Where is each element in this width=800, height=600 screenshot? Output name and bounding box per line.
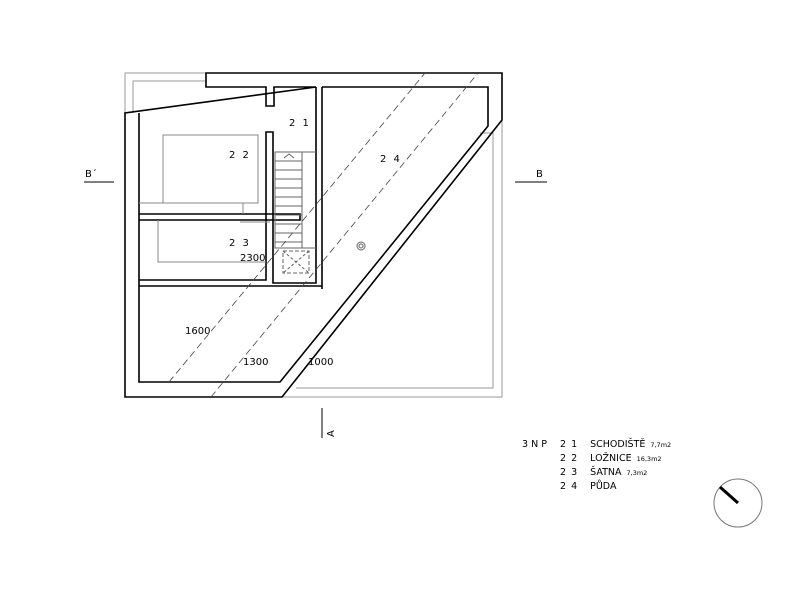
exterior-wall [124, 72, 503, 398]
roof-outline [124, 72, 503, 398]
legend-row: 2 2 LOŽNICE 16,3m2 [560, 452, 662, 464]
room-label-24: 2 4 [380, 154, 402, 165]
staircase [274, 151, 316, 274]
section-label-b-right: B [536, 169, 543, 180]
drain-icon [356, 241, 366, 251]
room-label-22: 2 2 [229, 150, 251, 161]
legend-area: 7,3m2 [627, 469, 648, 477]
furniture [139, 134, 270, 263]
dimension-label: 2300 [240, 253, 265, 264]
section-label-b-left: B´ [85, 168, 97, 180]
room-label-21: 2 1 [289, 118, 311, 129]
legend-number: 2 3 [560, 467, 578, 478]
legend-area: 16,3m2 [637, 455, 662, 463]
room-label-23: 2 3 [229, 238, 251, 249]
legend-row: 2 1 SCHODIŠTĚ 7,7m2 [560, 438, 671, 450]
legend-name: ŠATNA [590, 466, 622, 478]
legend-number: 2 4 [560, 481, 578, 492]
legend-row: 2 4 PŮDA [560, 480, 617, 492]
legend-name: SCHODIŠTĚ [590, 438, 645, 450]
dimension-label: 1000 [308, 357, 333, 368]
legend-row: 2 3 ŠATNA 7,3m2 [560, 466, 647, 478]
interior-walls [139, 87, 323, 289]
legend-area: 7,7m2 [650, 441, 671, 449]
legend-number: 2 1 [560, 439, 578, 450]
section-label-a: A [326, 430, 337, 437]
legend-floor: 3 N P [522, 439, 547, 450]
legend-number: 2 2 [560, 453, 578, 464]
legend-name: PŮDA [590, 480, 617, 492]
dimension-label: 1600 [185, 326, 210, 337]
roof-slope-lines [168, 72, 479, 398]
legend-name: LOŽNICE [590, 452, 631, 464]
north-arrow-icon [713, 478, 763, 528]
room-legend: 3 N P 2 1 SCHODIŠTĚ 7,7m2 2 2 LOŽNICE 16… [522, 438, 671, 492]
dimension-label: 1300 [243, 357, 268, 368]
